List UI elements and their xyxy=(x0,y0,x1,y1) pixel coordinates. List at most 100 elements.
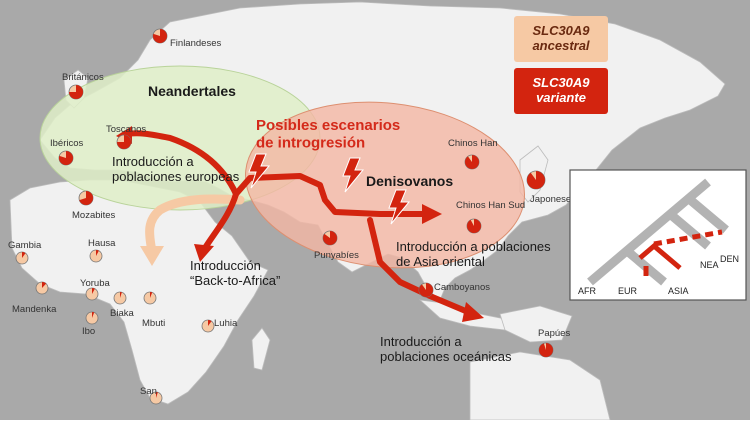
population-label: Camboyanos xyxy=(434,282,490,293)
pie-variant-slice xyxy=(120,292,122,298)
tree-label-nea: NEA xyxy=(700,260,719,270)
population-label: Toscanos xyxy=(106,124,146,135)
tree-label-afr: AFR xyxy=(578,286,597,296)
legend-ancestral-swatch xyxy=(514,16,608,62)
population-label: Mozabites xyxy=(72,210,116,221)
population-label: Japoneses xyxy=(530,194,576,205)
tree-den-branch xyxy=(685,194,729,234)
tree-label-eur: EUR xyxy=(618,286,638,296)
population-label: Chinos Han Sud xyxy=(456,200,525,211)
tree-variant-path xyxy=(638,242,682,270)
new-guinea-landmass xyxy=(499,305,573,343)
pie-variant-slice xyxy=(92,312,95,318)
route-europe xyxy=(125,130,239,197)
madagascar-landmass xyxy=(251,327,271,371)
pie-mandenka: Mandenka xyxy=(12,281,57,315)
pie-variant-slice xyxy=(69,85,83,99)
pie-ibo: Ibo xyxy=(82,311,99,337)
pie-chinos-han-sud: Chinos Han Sud xyxy=(456,200,525,234)
tree-nea-den-split xyxy=(667,210,711,250)
pie-variant-slice xyxy=(150,292,153,298)
pie-gambia: Gambia xyxy=(8,240,42,265)
pie-hausa: Hausa xyxy=(88,238,116,263)
pie-mbuti: Mbuti xyxy=(142,291,165,329)
pie-biaka: Biaka xyxy=(110,291,134,319)
tree-label-asia: ASIA xyxy=(668,286,689,296)
neanderthals-label: Neandertales xyxy=(148,83,236,99)
pie-variant-slice xyxy=(22,252,26,258)
introgression-bolts xyxy=(248,153,411,225)
population-label: Mandenka xyxy=(12,304,57,315)
pie-luhia: Luhia xyxy=(201,318,238,333)
pie-punyabies: Punyabíes xyxy=(314,230,359,261)
pie-variant-slice xyxy=(152,29,167,43)
phylogeny-inset: AFR EUR ASIA NEA DEN xyxy=(569,169,747,301)
pie-camboyanos: Camboyanos xyxy=(418,282,490,298)
lightning-icon-3 xyxy=(388,189,411,225)
arrowhead-ancestral-africa xyxy=(140,246,164,266)
denisovans-label: Denisovanos xyxy=(366,173,453,189)
pie-variant-slice xyxy=(323,231,338,246)
population-label: Gambia xyxy=(8,240,42,251)
pie-variant-slice xyxy=(419,283,434,297)
legend-variant-swatch xyxy=(514,68,608,114)
pie-variant-slice xyxy=(42,282,47,288)
pie-toscanos: Toscanos xyxy=(106,124,146,150)
pie-britanicos: Británicos xyxy=(62,72,104,100)
pie-papues: Papúes xyxy=(538,328,570,358)
route-oceania xyxy=(367,217,471,315)
pie-ibericos: Ibéricos xyxy=(50,138,84,166)
pie-chinos-han: Chinos Han xyxy=(448,138,498,170)
lightning-icon-1 xyxy=(248,153,271,189)
pie-variant-slice xyxy=(96,249,99,256)
population-label: Papúes xyxy=(538,328,570,339)
arrowhead-east-asia xyxy=(422,204,442,224)
tree-label-den: DEN xyxy=(720,254,739,264)
population-label: Biaka xyxy=(110,308,134,319)
pie-san: San xyxy=(140,386,163,405)
route-back-to-africa-label: Introducción“Back-to-Africa” xyxy=(190,258,280,288)
population-label: San xyxy=(140,386,157,397)
population-label: Chinos Han xyxy=(448,138,498,149)
population-label: Hausa xyxy=(88,238,116,249)
population-label: Luhia xyxy=(214,318,238,329)
pie-variant-slice xyxy=(527,171,546,189)
route-back-to-africa xyxy=(202,191,239,251)
pie-japoneses: Japoneses xyxy=(526,170,576,205)
pie-variant-slice xyxy=(117,135,131,149)
pie-variant-slice xyxy=(465,154,480,169)
lightning-icon-2 xyxy=(342,157,365,193)
pie-variant-slice xyxy=(156,392,158,398)
population-label: Yoruba xyxy=(80,278,110,289)
pie-yoruba: Yoruba xyxy=(80,278,110,301)
pie-variant-slice xyxy=(79,191,93,206)
arrowhead-oceania xyxy=(462,302,484,322)
pie-variant-slice xyxy=(58,151,73,166)
route-ancestral-back-to-africa xyxy=(145,194,245,257)
tree-introgression-dash xyxy=(653,229,723,247)
pie-mozabites: Mozabites xyxy=(72,190,116,221)
denisovan-range xyxy=(245,101,525,269)
population-label: Británicos xyxy=(62,72,104,83)
population-label: Punyabíes xyxy=(314,250,359,261)
arrowhead-back-to-africa xyxy=(194,244,214,262)
population-label: Finlandeses xyxy=(170,38,221,49)
pie-finlandeses: Finlandeses xyxy=(152,28,221,49)
pie-variant-slice xyxy=(208,320,212,326)
population-label: Ibéricos xyxy=(50,138,84,149)
pie-variant-slice xyxy=(467,218,482,233)
population-label: Mbuti xyxy=(142,318,165,329)
tree-introgression xyxy=(638,229,723,276)
population-label: Ibo xyxy=(82,326,95,337)
pie-variant-slice xyxy=(92,287,95,294)
